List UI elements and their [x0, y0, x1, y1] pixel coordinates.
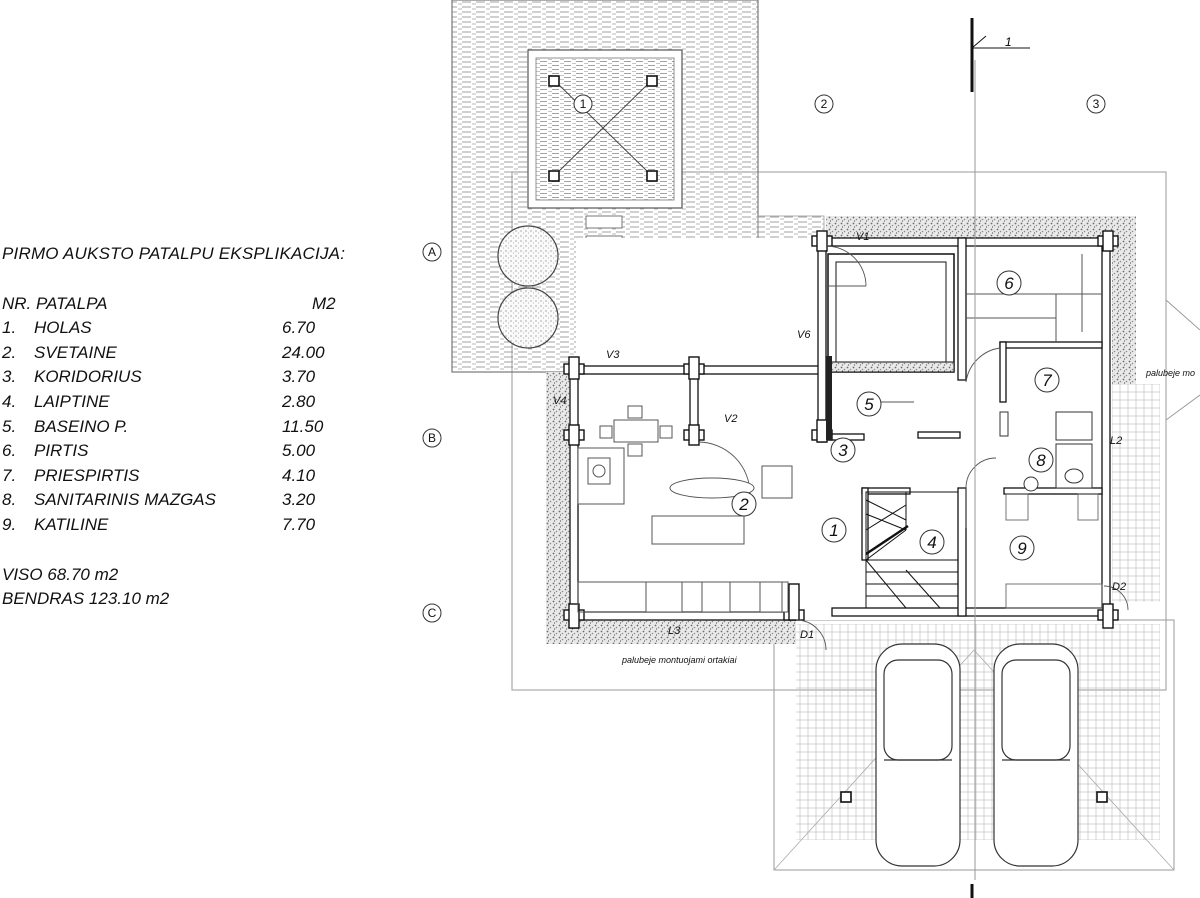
table-row: 2. SVETAINE 24.00	[0, 343, 400, 367]
axis-label-a: A	[428, 245, 436, 259]
section-cut-marker	[970, 18, 1030, 898]
room-number: 8.	[2, 490, 17, 509]
room-marker	[731, 270, 1060, 561]
room-name: LAIPTINE	[34, 392, 110, 411]
car	[875, 643, 1079, 867]
note-ducts-right: palubeje mo	[1145, 368, 1195, 378]
window-label-v1: V1	[856, 231, 869, 243]
door-label-d2: D2	[1112, 581, 1126, 593]
room-label-3: 3	[838, 441, 848, 460]
room-name: KORIDORIUS	[34, 367, 142, 386]
room-label-8: 8	[1036, 451, 1046, 470]
table-row: 5. BASEINO P. 11.50	[0, 417, 400, 441]
room-name: SANITARINIS MAZGAS	[34, 490, 216, 509]
explication-title: PIRMO AUKSTO PATALPU EKSPLIKACIJA:	[2, 244, 346, 263]
pergola-post	[548, 75, 658, 182]
door-label-d1: D1	[800, 629, 814, 641]
axis-label-2: 2	[821, 97, 828, 111]
room-area: 4.10	[282, 466, 316, 485]
room-number: 6.	[2, 441, 17, 460]
room-number: 1.	[2, 318, 17, 337]
room-area: 2.80	[282, 392, 316, 411]
table-row: 6. PIRTIS 5.00	[0, 441, 400, 465]
window-label-v3: V3	[606, 349, 620, 361]
window-label-v6: V6	[797, 329, 811, 341]
table-row: 1. HOLAS 6.70	[0, 318, 400, 342]
room-area: 5.00	[282, 441, 316, 460]
total-gross-area: BENDRAS 123.10 m2	[2, 589, 170, 608]
window-label-v4: V4	[553, 395, 566, 407]
room-number: 2.	[2, 343, 17, 362]
table-row: 9. KATILINE 7.70	[0, 515, 400, 539]
wall-post	[563, 230, 1119, 629]
window-label-v2: V2	[724, 413, 737, 425]
room-name: KATILINE	[34, 515, 109, 534]
column-header-room: NR. PATALPA	[2, 294, 108, 313]
room-area: 6.70	[282, 318, 316, 337]
grid-axis-marker	[422, 94, 1106, 623]
room-label-5: 5	[864, 395, 874, 414]
section-mark: 1	[1005, 35, 1012, 49]
room-number: 3.	[2, 367, 17, 386]
room-number: 9.	[2, 515, 17, 534]
gravel-edging	[546, 216, 1136, 644]
room-name: SVETAINE	[34, 343, 117, 362]
column-header-area: M2	[312, 294, 336, 313]
staircase	[865, 491, 959, 609]
window-label-l2: L2	[1110, 435, 1122, 447]
bathroom-fixtures	[999, 411, 1093, 492]
room-name: HOLAS	[34, 318, 92, 337]
room-name: PIRTIS	[34, 441, 89, 460]
planter	[497, 225, 559, 287]
room-name: PRIESPIRTIS	[34, 466, 140, 485]
table-row: 8. SANITARINIS MAZGAS 3.20	[0, 490, 400, 514]
room-area: 3.20	[282, 490, 316, 509]
paved-area	[796, 384, 1160, 840]
room-number: 7.	[2, 466, 17, 485]
room-label-9: 9	[1017, 539, 1027, 558]
total-usable-area: VISO 68.70 m2	[2, 565, 119, 584]
room-area: 3.70	[282, 367, 316, 386]
pool	[826, 253, 955, 440]
axis-label-c: C	[428, 606, 437, 620]
axis-label-1: 1	[580, 97, 587, 111]
room-area: 7.70	[282, 515, 316, 534]
room-label-7: 7	[1042, 371, 1052, 390]
furniture	[577, 405, 793, 613]
room-label-6: 6	[1004, 274, 1014, 293]
note-ducts: palubeje montuojami ortakiai	[621, 655, 738, 665]
room-number: 4.	[2, 392, 17, 411]
planter	[497, 287, 559, 349]
table-row: 7. PRIESPIRTIS 4.10	[0, 466, 400, 490]
room-label-2: 2	[738, 495, 749, 514]
room-number: 5.	[2, 417, 17, 436]
room-label-1: 1	[829, 521, 838, 540]
table-row: 3. KORIDORIUS 3.70	[0, 367, 400, 391]
axis-label-b: B	[428, 431, 436, 445]
room-name: BASEINO P.	[34, 417, 129, 436]
table-row: 4. LAIPTINE 2.80	[0, 392, 400, 416]
room-label-4: 4	[927, 533, 936, 552]
room-area: 24.00	[282, 343, 325, 362]
room-area: 11.50	[282, 417, 324, 436]
axis-label-3: 3	[1093, 97, 1100, 111]
window-label-l3: L3	[668, 625, 681, 637]
